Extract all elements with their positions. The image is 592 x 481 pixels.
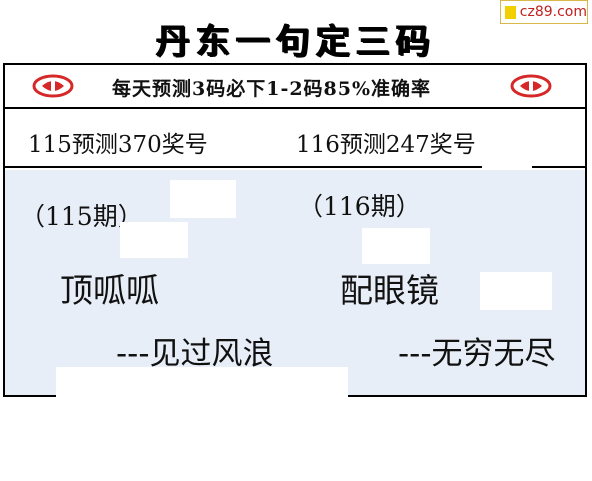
phrase-right: 配眼镜 [340,271,439,310]
redaction-block [480,272,552,310]
site-watermark[interactable]: cz89.com [500,0,588,24]
period-right: （116期） [298,192,421,221]
bottom-blank-area [0,398,592,481]
prediction-row [5,110,585,168]
prediction-left: 115预测370奖号 [28,132,208,158]
watermark-square-icon [505,5,516,19]
prediction-right: 116预测247奖号 [296,132,476,158]
redaction-block [362,228,430,264]
redaction-block [482,140,532,170]
banner-row [5,65,585,109]
watermark-text: cz89.com [519,4,587,20]
lottery-logo-icon [32,74,74,98]
redaction-block [56,367,348,397]
phrase-right-sub: ---无穷无尽 [398,336,556,372]
phrase-left: 顶呱呱 [60,271,159,310]
banner-text: 每天预测3码必下1-2码85%准确率 [112,78,432,100]
page-title: 丹东一句定三码 [156,22,436,62]
phrase-left-sub: ---见过风浪 [116,336,274,372]
redaction-block [120,222,188,258]
redaction-block [170,180,236,218]
lottery-logo-icon [510,74,552,98]
